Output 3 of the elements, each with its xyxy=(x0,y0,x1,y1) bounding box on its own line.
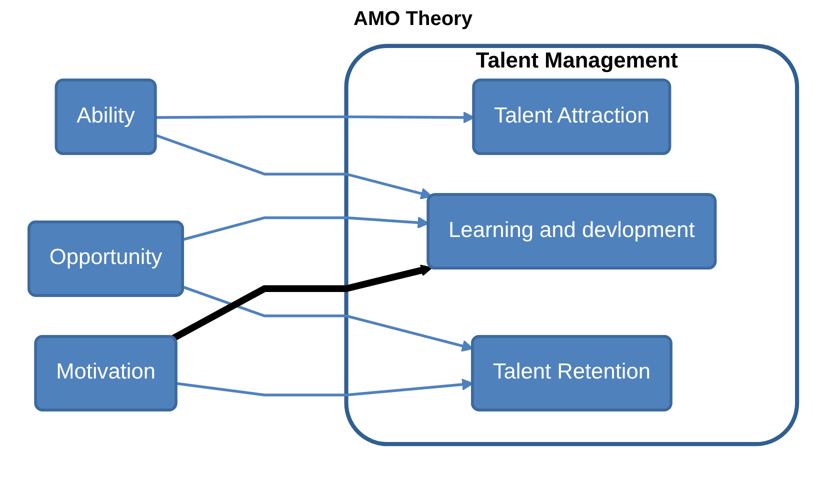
diagram-title: AMO Theory xyxy=(352,8,474,31)
arrow xyxy=(172,264,432,342)
arrow xyxy=(156,134,432,200)
